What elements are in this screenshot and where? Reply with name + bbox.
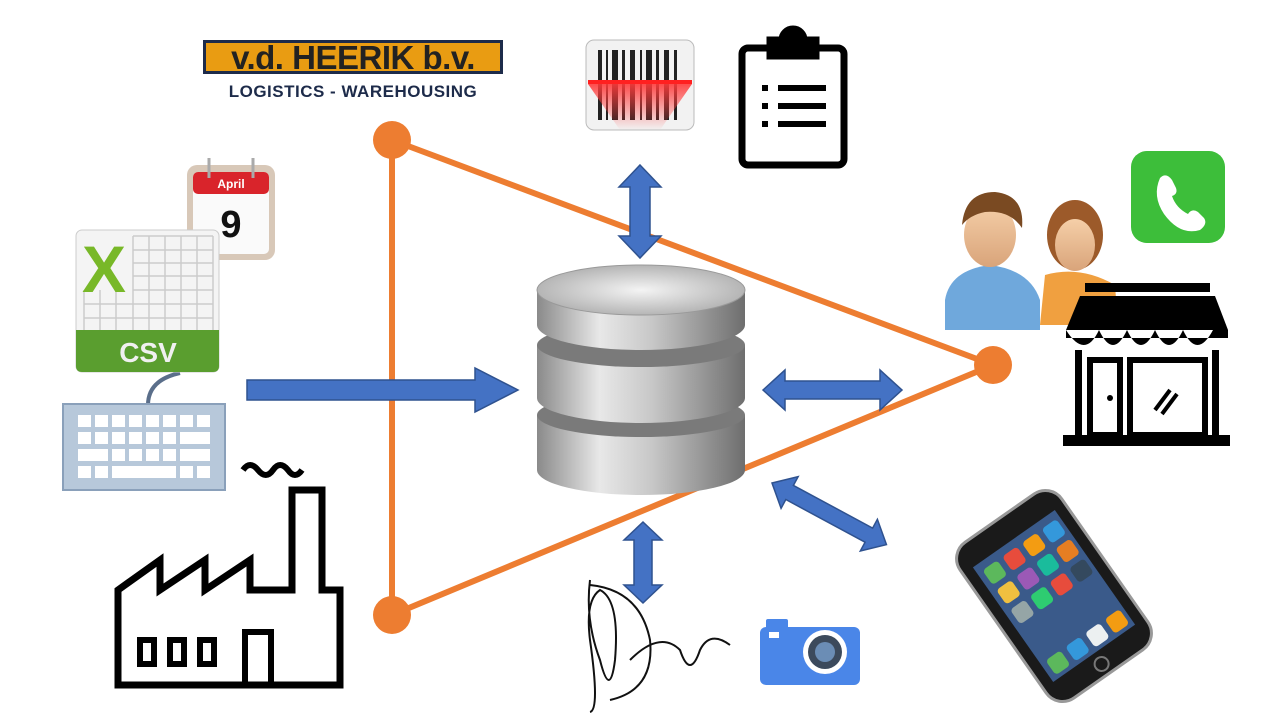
customers-icon — [945, 192, 1118, 330]
store-icon — [1063, 283, 1230, 446]
signature-double-arrow — [622, 520, 664, 605]
scanner-double-arrow — [617, 163, 663, 260]
triangle-vertex-top — [373, 121, 411, 159]
csv-label: CSV — [119, 337, 177, 368]
smartphone-icon — [955, 488, 1153, 704]
mobile-double-arrow — [771, 475, 888, 553]
database-icon — [536, 264, 746, 495]
clipboard-icon — [738, 25, 848, 169]
phone-app-icon — [1131, 151, 1225, 243]
factory-icon — [114, 462, 344, 689]
logo-tagline: LOGISTICS - WAREHOUSING — [228, 82, 478, 101]
calendar-month: April — [217, 177, 244, 191]
triangle-vertex-bottom — [373, 596, 411, 634]
customer-double-arrow — [761, 368, 904, 412]
barcode-scanner-icon — [585, 39, 695, 131]
csv-file-icon: X CSV — [75, 229, 220, 373]
csv-x-letter: X — [82, 232, 126, 306]
triangle-vertex-right — [974, 346, 1012, 384]
logo-name: v.d. HEERIK b.v. — [203, 40, 503, 74]
input-arrow — [246, 366, 520, 414]
keyboard-icon — [62, 371, 226, 491]
company-logo: v.d. HEERIK b.v. LOGISTICS - WAREHOUSING — [203, 40, 503, 102]
calendar-day: 9 — [220, 204, 241, 246]
camera-icon — [760, 619, 860, 685]
signature-icon — [587, 579, 731, 713]
